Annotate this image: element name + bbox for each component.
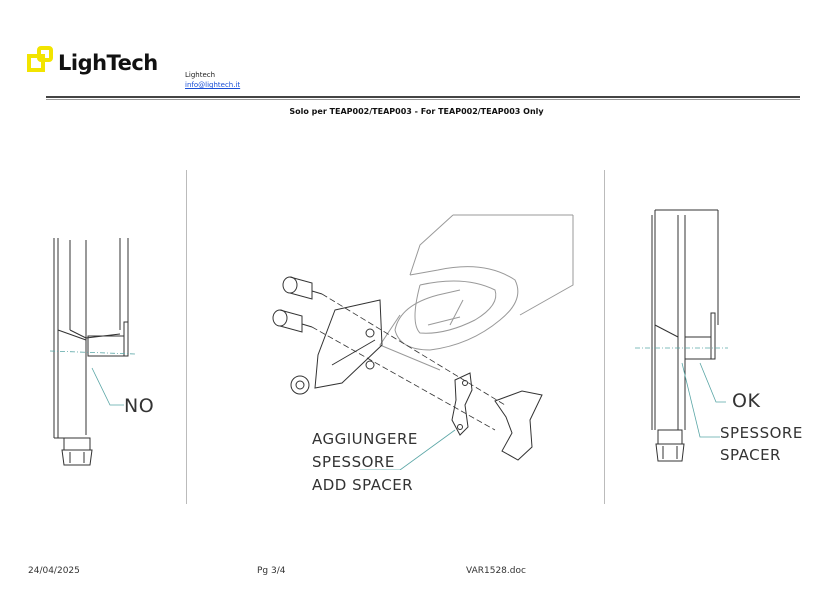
figure-no-drawing — [49, 238, 136, 466]
footer-doc-name: VAR1528.doc — [466, 566, 526, 576]
figure-assembly-drawing — [272, 214, 574, 470]
section-divider-right — [604, 170, 605, 504]
figure-ok-drawing — [635, 209, 728, 462]
label-add-spacer-en: ADD SPACER — [312, 476, 414, 494]
header-rule — [46, 96, 800, 98]
label-ok: OK — [732, 390, 761, 412]
label-spacer-it: SPESSORE — [720, 424, 803, 442]
logo-mark-icon — [27, 46, 53, 72]
document-subtitle: Solo per TEAP002/TEAP003 - For TEAP002/T… — [289, 107, 544, 116]
company-email-link[interactable]: info@lightech.it — [185, 81, 241, 89]
section-divider-left — [186, 170, 187, 504]
label-add-spacer-it-2: SPESSORE — [312, 453, 395, 471]
lightech-logo: LighTech — [26, 44, 176, 80]
header-rule-thin — [46, 99, 800, 100]
label-add-spacer-it: AGGIUNGERE — [312, 430, 418, 448]
label-spacer-en: SPACER — [720, 446, 781, 464]
footer-date: 24/04/2025 — [28, 566, 80, 576]
logo-text: LighTech — [58, 51, 158, 75]
label-no: NO — [124, 395, 155, 417]
footer-page-number: Pg 3/4 — [257, 566, 286, 576]
company-info: Lightech info@lightech.it — [185, 70, 240, 90]
company-name: Lightech — [185, 71, 216, 79]
